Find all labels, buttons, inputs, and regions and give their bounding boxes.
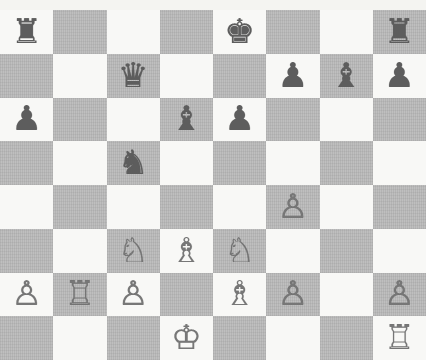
black-bishop-icon[interactable]: ♝ bbox=[171, 102, 201, 136]
board-square[interactable] bbox=[320, 229, 373, 273]
white-pawn-icon[interactable]: ♙ bbox=[11, 277, 41, 311]
top-text bbox=[0, 0, 426, 8]
board-square[interactable] bbox=[320, 141, 373, 185]
board-square[interactable] bbox=[53, 98, 106, 142]
board-square[interactable]: ♙ bbox=[107, 273, 160, 317]
board-square[interactable]: ♗ bbox=[160, 229, 213, 273]
board-square[interactable] bbox=[320, 10, 373, 54]
black-pawn-icon[interactable]: ♟ bbox=[278, 59, 308, 93]
board-square[interactable] bbox=[373, 98, 426, 142]
board-square[interactable]: ♟ bbox=[266, 54, 319, 98]
board-square[interactable] bbox=[320, 316, 373, 360]
board-square[interactable]: ♙ bbox=[266, 273, 319, 317]
board-square[interactable] bbox=[373, 185, 426, 229]
board-square[interactable]: ♔ bbox=[160, 316, 213, 360]
board-square[interactable]: ♚ bbox=[213, 10, 266, 54]
board-square[interactable] bbox=[53, 10, 106, 54]
board-square[interactable] bbox=[0, 316, 53, 360]
board-square[interactable] bbox=[320, 185, 373, 229]
board-square[interactable]: ♟ bbox=[373, 54, 426, 98]
board-square[interactable] bbox=[266, 316, 319, 360]
board-square[interactable]: ♟ bbox=[0, 98, 53, 142]
white-bishop-icon[interactable]: ♗ bbox=[171, 234, 201, 268]
black-bishop-icon[interactable]: ♝ bbox=[331, 59, 361, 93]
board-square[interactable] bbox=[160, 54, 213, 98]
board-square[interactable] bbox=[266, 141, 319, 185]
board-square[interactable] bbox=[53, 316, 106, 360]
white-rook-icon[interactable]: ♖ bbox=[65, 277, 95, 311]
white-knight-icon[interactable]: ♘ bbox=[224, 234, 254, 268]
board-square[interactable]: ♝ bbox=[320, 54, 373, 98]
board-square[interactable]: ♜ bbox=[373, 10, 426, 54]
black-king-icon[interactable]: ♚ bbox=[224, 15, 254, 49]
board-square[interactable]: ♙ bbox=[266, 185, 319, 229]
board-square[interactable]: ♝ bbox=[160, 98, 213, 142]
black-queen-icon[interactable]: ♛ bbox=[118, 59, 148, 93]
board-square[interactable]: ♖ bbox=[373, 316, 426, 360]
white-pawn-icon[interactable]: ♙ bbox=[118, 277, 148, 311]
board-square[interactable] bbox=[53, 54, 106, 98]
board-square[interactable]: ♙ bbox=[0, 273, 53, 317]
board-square[interactable]: ♜ bbox=[0, 10, 53, 54]
board-square[interactable] bbox=[160, 10, 213, 54]
board-square[interactable] bbox=[213, 185, 266, 229]
board-square[interactable]: ♗ bbox=[213, 273, 266, 317]
board-square[interactable] bbox=[213, 141, 266, 185]
chess-board[interactable]: ♜ ♚ ♜ ♛ ♟ ♝ ♟ ♟ ♝ ♟ ♞ ♙ ♘ ♗ ♘ ♙ ♖ ♙ ♗ ♙ ♙ ♔ ♖ bbox=[0, 10, 426, 360]
black-pawn-icon[interactable]: ♟ bbox=[384, 59, 414, 93]
board-square[interactable] bbox=[53, 141, 106, 185]
board-square[interactable] bbox=[53, 185, 106, 229]
board-square[interactable] bbox=[266, 98, 319, 142]
white-bishop-icon[interactable]: ♗ bbox=[224, 277, 254, 311]
white-pawn-icon[interactable]: ♙ bbox=[384, 277, 414, 311]
board-square[interactable] bbox=[160, 185, 213, 229]
board-square[interactable] bbox=[53, 229, 106, 273]
board-square[interactable]: ♙ bbox=[373, 273, 426, 317]
board-square[interactable] bbox=[266, 10, 319, 54]
board-square[interactable] bbox=[213, 54, 266, 98]
black-rook-icon[interactable]: ♜ bbox=[11, 15, 41, 49]
board-square[interactable] bbox=[320, 273, 373, 317]
board-square[interactable] bbox=[213, 316, 266, 360]
board-square[interactable] bbox=[107, 98, 160, 142]
board-square[interactable]: ♛ bbox=[107, 54, 160, 98]
board-square[interactable] bbox=[107, 185, 160, 229]
board-square[interactable] bbox=[107, 316, 160, 360]
white-king-icon[interactable]: ♔ bbox=[171, 321, 201, 355]
board-square[interactable] bbox=[320, 98, 373, 142]
board-square[interactable] bbox=[0, 141, 53, 185]
white-pawn-icon[interactable]: ♙ bbox=[278, 190, 308, 224]
black-knight-icon[interactable]: ♞ bbox=[118, 146, 148, 180]
board-square[interactable] bbox=[160, 273, 213, 317]
white-rook-icon[interactable]: ♖ bbox=[384, 321, 414, 355]
board-square[interactable] bbox=[0, 229, 53, 273]
board-square[interactable] bbox=[0, 54, 53, 98]
board-square[interactable] bbox=[373, 229, 426, 273]
white-knight-icon[interactable]: ♘ bbox=[118, 234, 148, 268]
board-square[interactable] bbox=[107, 10, 160, 54]
board-square[interactable]: ♘ bbox=[107, 229, 160, 273]
black-pawn-icon[interactable]: ♟ bbox=[224, 102, 254, 136]
black-rook-icon[interactable]: ♜ bbox=[384, 15, 414, 49]
white-pawn-icon[interactable]: ♙ bbox=[278, 277, 308, 311]
board-square[interactable]: ♟ bbox=[213, 98, 266, 142]
board-square[interactable] bbox=[373, 141, 426, 185]
board-square[interactable] bbox=[266, 229, 319, 273]
board-square[interactable] bbox=[160, 141, 213, 185]
board-square[interactable]: ♘ bbox=[213, 229, 266, 273]
black-pawn-icon[interactable]: ♟ bbox=[11, 102, 41, 136]
board-square[interactable]: ♞ bbox=[107, 141, 160, 185]
board-square[interactable] bbox=[0, 185, 53, 229]
board-square[interactable]: ♖ bbox=[53, 273, 106, 317]
